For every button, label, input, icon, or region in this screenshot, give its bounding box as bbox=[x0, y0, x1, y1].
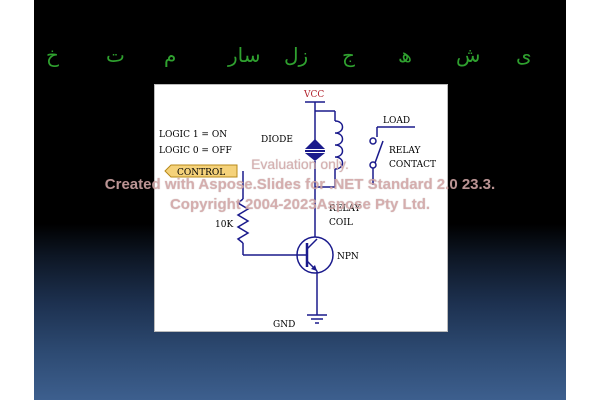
transistor-collector bbox=[306, 238, 318, 250]
title-letter: ﺳﺎﺭ bbox=[228, 43, 261, 67]
resistor-10k bbox=[236, 198, 250, 244]
npn-label: NPN bbox=[337, 252, 359, 262]
relay-coil bbox=[334, 120, 344, 170]
control-arrow bbox=[164, 164, 238, 178]
diode-label: DIODE bbox=[261, 135, 293, 145]
diode-symbol bbox=[305, 139, 325, 149]
title-letter: ﮪ bbox=[398, 43, 412, 67]
title-letter: ﺕ bbox=[106, 43, 125, 67]
load-label: LOAD bbox=[383, 116, 410, 126]
watermark-line-1: Evaluation only. bbox=[251, 156, 349, 172]
title-letter: ﺯﻝ bbox=[284, 43, 309, 67]
slide: ﺥ ﺕ ﻡ ﺳﺎﺭ ﺯﻝ ج ﮪ ش ی bbox=[34, 0, 566, 400]
title-letter: ﻡ bbox=[164, 43, 177, 67]
logic-on-label: LOGIC 1 = ON bbox=[159, 130, 227, 140]
circuit-svg: VCC DIODE LOGIC 1 = ON LOGIC 0 = OFF CON… bbox=[159, 90, 436, 330]
relay-circuit-diagram: VCC DIODE LOGIC 1 = ON LOGIC 0 = OFF CON… bbox=[154, 84, 448, 332]
title-letter: ی bbox=[516, 43, 532, 67]
vcc-label: VCC bbox=[303, 90, 324, 100]
relay-contact-label-1: RELAY bbox=[389, 146, 421, 156]
title-letter: ج bbox=[342, 43, 355, 67]
relay-contact-label-2: CONTACT bbox=[389, 160, 436, 170]
control-label: CONTROL bbox=[177, 168, 225, 178]
diode-body bbox=[305, 153, 325, 161]
title-letter: ﺥ bbox=[46, 43, 59, 67]
relay-coil-label-2: COIL bbox=[329, 218, 353, 228]
contact-terminal-top bbox=[369, 137, 377, 145]
slide-title: ﺥ ﺕ ﻡ ﺳﺎﺭ ﺯﻝ ج ﮪ ش ی bbox=[34, 40, 566, 70]
logic-off-label: LOGIC 0 = OFF bbox=[159, 146, 232, 156]
contact-switch-arm bbox=[374, 140, 384, 164]
title-letter: ش bbox=[456, 43, 481, 67]
relay-coil-label-1: RELAY bbox=[329, 204, 361, 214]
watermark-line-2: Created with Aspose.Slides for .NET Stan… bbox=[104, 176, 496, 193]
resistor-label: 10K bbox=[215, 220, 233, 230]
watermark-line-3: Copyright 2004-2023Aspose Pty Ltd. bbox=[169, 196, 431, 213]
emitter-arrow bbox=[311, 265, 317, 271]
ground-label: GND bbox=[273, 320, 295, 330]
